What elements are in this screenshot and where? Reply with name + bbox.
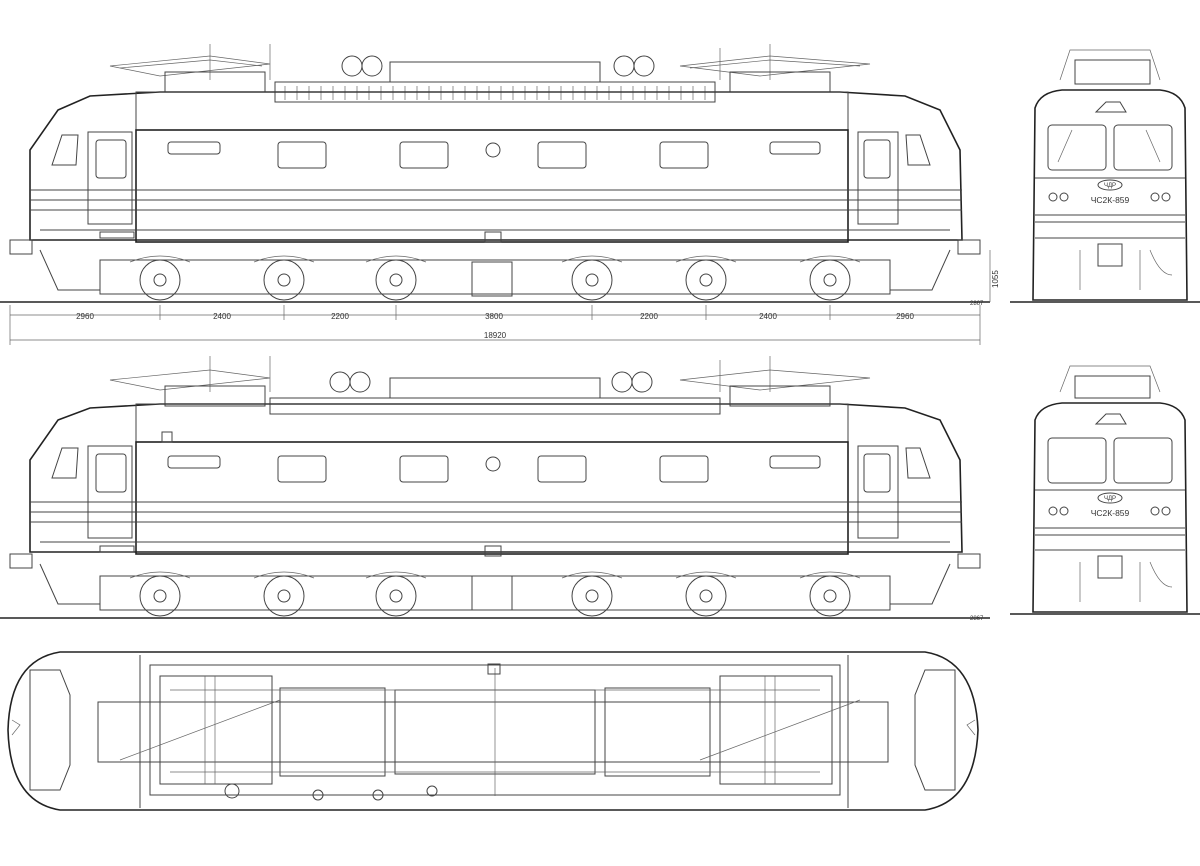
top-view [7, 651, 979, 811]
dim-overall: 18920 [484, 331, 507, 340]
rail-marker-bottom: 2867 [970, 616, 984, 622]
front-view-lower: ЧДР ЧС2К-859 [1010, 365, 1200, 615]
dim-height: 1055 [991, 270, 1000, 288]
front-emblem-upper: ЧДР [1104, 183, 1116, 189]
dim-4: 3800 [485, 312, 503, 321]
dim-5: 2200 [640, 312, 658, 321]
dim-7: 2960 [896, 312, 914, 321]
front-view-upper: ЧДР ЧС2К-859 [1010, 49, 1200, 303]
dim-1: 2960 [76, 312, 94, 321]
dim-6: 2400 [759, 312, 777, 321]
number-plate-upper: ЧС2К-859 [1091, 195, 1130, 205]
dim-2: 2400 [213, 312, 231, 321]
rail-marker-top: 2867 [970, 301, 984, 307]
dim-3: 2200 [331, 312, 349, 321]
side-view-upper [0, 44, 990, 303]
number-plate-lower: ЧС2К-859 [1091, 508, 1130, 518]
dimension-chain: 2960 2400 2200 3800 2200 2400 2960 18920… [9, 250, 1000, 345]
side-view-lower: 2867 [0, 356, 990, 622]
front-emblem-lower: ЧДР [1104, 496, 1116, 502]
